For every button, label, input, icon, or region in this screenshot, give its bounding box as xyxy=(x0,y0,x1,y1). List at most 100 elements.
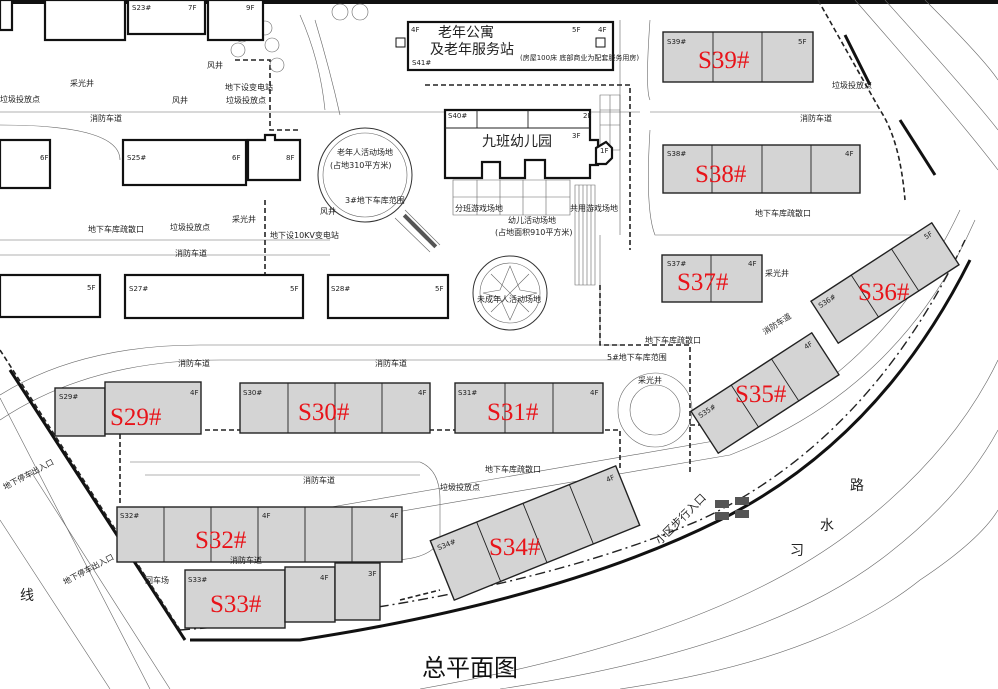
floor-count: 4F xyxy=(748,260,756,268)
building-s39 xyxy=(662,31,814,83)
building-name: 老年公寓 xyxy=(438,24,494,41)
vent-label: 风井 xyxy=(207,60,223,70)
building-code: S27# xyxy=(129,285,148,293)
building-label-s31: S31# xyxy=(487,399,539,426)
crosswalk xyxy=(715,497,749,520)
building-label-s34: S34# xyxy=(489,534,541,561)
floor-count: 4F xyxy=(605,473,616,484)
building-label-s39: S39# xyxy=(698,47,750,74)
floor-count: 5F xyxy=(798,38,806,46)
floor-count: 9F xyxy=(246,4,254,12)
road-name: 习 xyxy=(790,543,804,559)
floor-count: 6F xyxy=(40,154,48,162)
elder-area-size: (占地310平方米) xyxy=(330,160,392,170)
garage-ramp-label: 地下停车出入口 xyxy=(1,457,55,492)
skylight-label: 采光井 xyxy=(765,268,789,278)
substation-label: 地下设10KV变电站 xyxy=(270,230,339,240)
building-code: S29# xyxy=(59,393,78,401)
building-note: (房屋100床 底部商业为配套服务用房) xyxy=(520,53,639,62)
building-label-s29: S29# xyxy=(110,404,162,431)
play-grid xyxy=(452,94,621,286)
building-name: 及老年服务站 xyxy=(430,42,514,58)
building-s33b xyxy=(284,566,336,623)
fire-lane-label: 消防车道 xyxy=(178,358,210,368)
floor-count: 4F xyxy=(320,574,328,582)
kid-area-size: (占地面积910平方米) xyxy=(495,227,573,237)
building-s37 xyxy=(661,254,763,303)
floor-count: 4F xyxy=(418,389,426,397)
road-name: 路 xyxy=(850,478,864,494)
drawing-title: 总平面图 xyxy=(422,654,518,682)
vent-label: 风井 xyxy=(320,206,336,216)
building-s29a xyxy=(54,387,106,437)
building-code: S39# xyxy=(667,38,686,46)
building-s29 xyxy=(104,381,202,435)
fire-lane-label: 消防车道 xyxy=(175,248,207,258)
garbage-point-label: 垃圾投放点 xyxy=(0,94,40,104)
skylight-label: 采光井 xyxy=(638,375,662,385)
floor-count: 4F xyxy=(262,512,270,520)
fire-lane-label: 消防车道 xyxy=(375,358,407,368)
building-code: S30# xyxy=(243,389,262,397)
floor-count: 4F xyxy=(411,26,419,34)
floor-count: 1F xyxy=(600,147,608,155)
floor-count: 5F xyxy=(290,285,298,293)
garage-exit-label: 地下车库疏散口 xyxy=(485,464,541,474)
building-s33c xyxy=(334,562,381,621)
building-s36 xyxy=(810,221,960,345)
building-codes: S23# 7F 9F S25# 6F 8F 6F 5F S27# 5F S28#… xyxy=(40,4,934,584)
kid-area-label: 幼儿活动场地 xyxy=(508,215,556,225)
garage-exit-label: 地下车库疏散口 xyxy=(88,224,144,234)
building-label-s33: S33# xyxy=(210,591,262,618)
floor-count: 3F xyxy=(368,570,376,578)
minor-area-label: 未成年人活动场地 xyxy=(477,294,541,304)
skylight-label: 采光井 xyxy=(70,78,94,88)
floor-count: 6F xyxy=(232,154,240,162)
floor-count: 5F xyxy=(572,26,580,34)
existing-buildings xyxy=(0,0,615,320)
building-label-s35: S35# xyxy=(735,381,787,408)
building-label-s32: S32# xyxy=(195,527,247,554)
floor-count: 4F xyxy=(845,150,853,158)
floor-count: 2F xyxy=(583,112,591,120)
building-code: S25# xyxy=(127,154,146,162)
minor-activity-area xyxy=(472,255,548,331)
shared-play-label: 共用游戏场地 xyxy=(570,203,618,213)
building-name: 九班幼儿园 xyxy=(482,134,552,150)
floor-count: 8F xyxy=(286,154,294,162)
new-buildings xyxy=(54,31,960,629)
building-code: S38# xyxy=(667,150,686,158)
building-code: S31# xyxy=(458,389,477,397)
garbage-point-label: 垃圾投放点 xyxy=(226,95,266,105)
garbage-point-label: 垃圾投放点 xyxy=(440,482,480,492)
building-code: S32# xyxy=(120,512,139,520)
garage-ramp-label: 地下停车出入口 xyxy=(61,552,115,587)
building-s31 xyxy=(454,382,604,434)
building-label-s37: S37# xyxy=(677,269,729,296)
building-s32 xyxy=(116,506,403,563)
fire-lane-label: 消防车道 xyxy=(230,555,262,565)
skylight-label: 采光井 xyxy=(232,214,256,224)
building-label-s30: S30# xyxy=(298,399,350,426)
vent-label: 风井 xyxy=(172,95,188,105)
fire-lane-label: 消防车道 xyxy=(761,311,793,337)
garbage-point-label: 垃圾投放点 xyxy=(170,222,210,232)
garage-range-label: 5#地下车库范围 xyxy=(607,352,667,362)
building-code: S23# xyxy=(132,4,151,12)
building-code: S33# xyxy=(188,576,207,584)
red-building-labels: S39# S38# S37# S36# S35# S34# S29# S30# … xyxy=(110,47,910,618)
floor-count: 7F xyxy=(188,4,196,12)
floor-count: 5F xyxy=(435,285,443,293)
turnaround-label: 回车场 xyxy=(145,575,169,585)
elderly-activity-area xyxy=(317,127,441,253)
building-s38 xyxy=(662,144,861,194)
class-play-label: 分班游戏场地 xyxy=(455,203,503,213)
floor-count: 5F xyxy=(87,284,95,292)
building-code: S28# xyxy=(331,285,350,293)
garage-range-label: 3#地下车库范围 xyxy=(345,195,405,205)
elder-area-label: 老年人活动场地 xyxy=(337,147,393,157)
building-code: S37# xyxy=(667,260,686,268)
building-label-s36: S36# xyxy=(858,279,910,306)
